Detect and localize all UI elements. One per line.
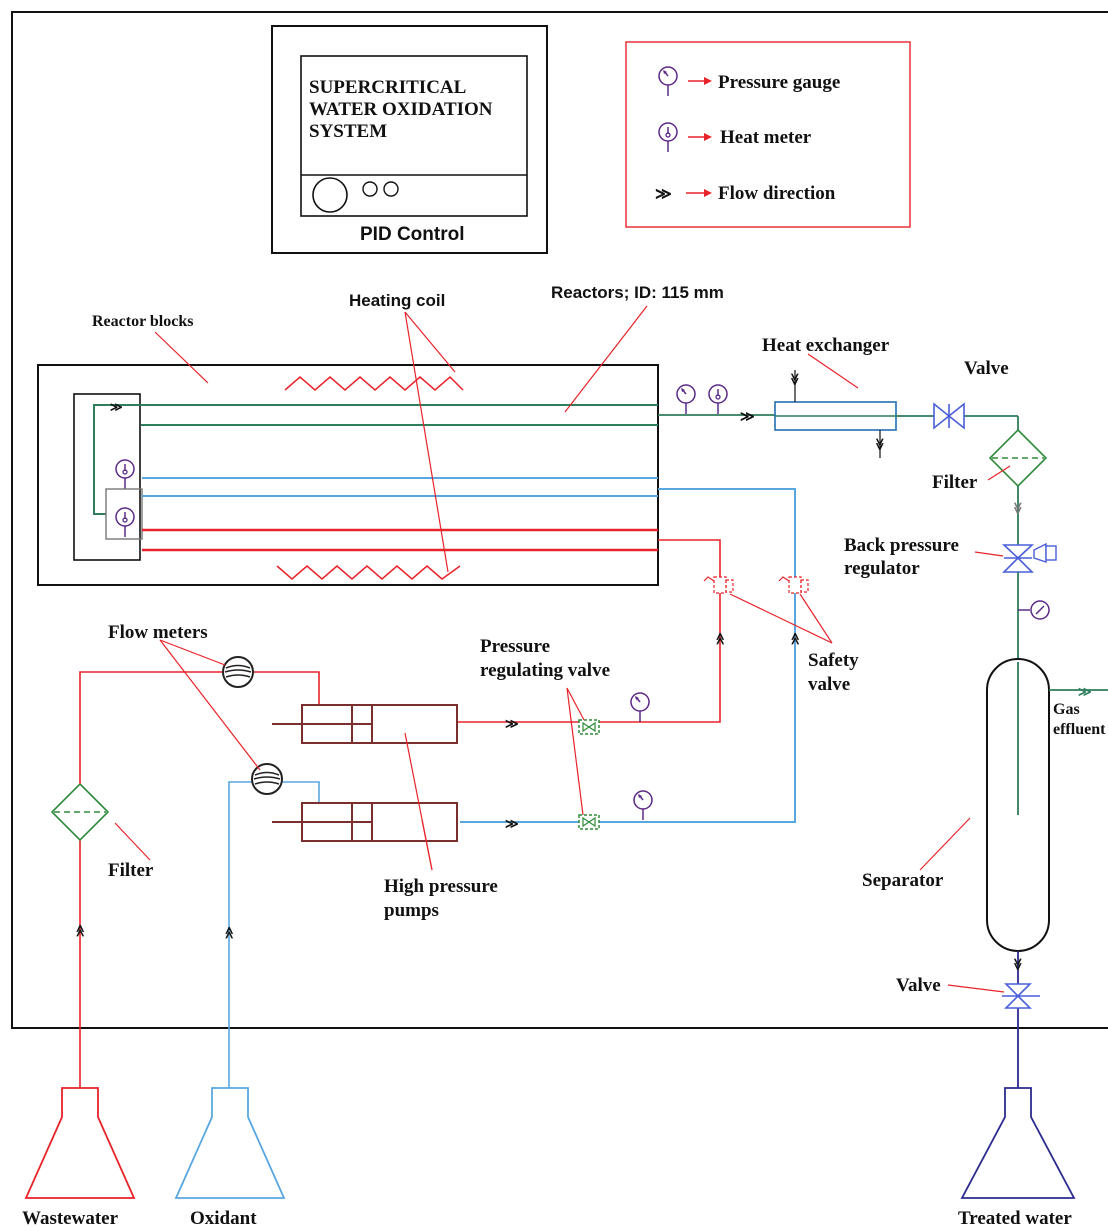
wastewater-flask [24,1087,136,1199]
indicator-light-icon [362,181,378,197]
separator [986,658,1050,952]
system-boundary [11,11,1108,1029]
pressure-gauge-icon [1018,600,1050,620]
treated-water-label: Treated water [958,1208,1072,1227]
valve-top [933,402,965,430]
hp-pumps-label-1: High pressure [384,876,498,897]
filter-right [989,429,1047,487]
leader-lines [114,305,1011,993]
flow-direction-icon: ≫ [740,410,755,425]
heat-meter-icon [708,384,728,415]
oxidant-reactor-tubes [142,477,796,823]
safety-valve-label-2: valve [808,674,850,695]
pid-title-line-2: WATER OXIDATION [309,99,493,120]
gas-effluent-label-2: effluent [1053,721,1106,738]
pressure-regulating-valve-wastewater [578,719,600,735]
svg-text:≫: ≫ [788,632,802,645]
flow-meters-label: Flow meters [108,622,208,643]
gas-effluent-label-1: Gas [1053,701,1080,718]
separator-label: Separator [862,870,944,891]
back-pressure-label-2: regulator [844,558,920,579]
legend: Pressure gauge Heat meter ≫ Flow directi… [625,41,911,228]
legend-label-heat-meter: Heat meter [720,127,812,148]
svg-text:≫: ≫ [788,373,802,386]
high-pressure-pump-wastewater [271,704,458,744]
indicator-light-icon [383,181,399,197]
back-pressure-label-1: Back pressure [844,535,959,556]
valve-top-label: Valve [964,358,1009,379]
valve-bottom [1002,983,1040,1009]
reactors-label: Reactors; ID: 115 mm [551,283,724,302]
legend-label-pressure-gauge: Pressure gauge [718,72,840,93]
filter-left [51,783,109,841]
svg-text:≫: ≫ [873,438,887,451]
safety-valve-label-1: Safety [808,650,859,671]
pressure-regulating-valve-oxidant [578,814,600,830]
valve-bottom-label: Valve [896,975,941,996]
oxidant-label: Oxidant [190,1208,257,1227]
safety-valve-wastewater [703,576,734,594]
pressure-gauge-icon [676,384,696,415]
legend-label-flow-direction: Flow direction [718,183,836,204]
heating-coil-top [284,375,464,391]
pid-title-line-3: SYSTEM [309,121,387,142]
pressure-gauge-icon [630,692,650,723]
flow-direction-icon: ≫ [505,716,519,731]
heating-coil-bottom [276,565,461,580]
high-pressure-pump-oxidant [271,802,458,842]
hp-pumps-label-2: pumps [384,900,439,921]
filter-right-label: Filter [932,472,978,493]
svg-text:≫: ≫ [222,926,236,939]
pid-control-panel: SUPERCRITICAL WATER OXIDATION SYSTEM PID… [271,25,548,254]
reactor-block [37,364,659,586]
control-knob-icon [312,177,348,213]
filter-left-label: Filter [108,860,154,881]
flow-meter-wastewater [222,656,254,688]
flow-direction-icon: ≫ [110,400,123,414]
pressure-gauge-icon [633,790,653,821]
svg-text:≫: ≫ [73,924,87,937]
flow-direction-icon: ≫ [505,816,519,831]
wastewater-label: Wastewater [22,1208,119,1227]
prv-label-1: Pressure [480,636,550,657]
pid-control-label: PID Control [360,224,465,245]
product-reactor-tubes [93,404,658,515]
svg-text:≫: ≫ [1011,958,1025,971]
heating-coil-label: Heating coil [349,291,445,310]
prv-label-2: regulating valve [480,660,610,681]
heat-exchanger-label: Heat exchanger [762,335,890,356]
oxidant-flask [174,1087,286,1199]
safety-valve-oxidant [778,576,809,594]
flow-direction-icon: ≫ [655,186,672,203]
wastewater-reactor-tubes [142,528,658,552]
svg-text:≫: ≫ [713,632,727,645]
back-pressure-regulator [1001,542,1057,573]
flow-meter-oxidant [251,763,283,795]
svg-text:≫: ≫ [1011,502,1025,515]
heat-exchanger: ≫ ≫ [774,370,897,458]
reactor-blocks-label: Reactor blocks [92,313,193,330]
pid-title-line-1: SUPERCRITICAL [309,77,466,98]
flow-direction-icon: ≫ [1078,684,1092,699]
treated-water-flask [960,1087,1076,1199]
